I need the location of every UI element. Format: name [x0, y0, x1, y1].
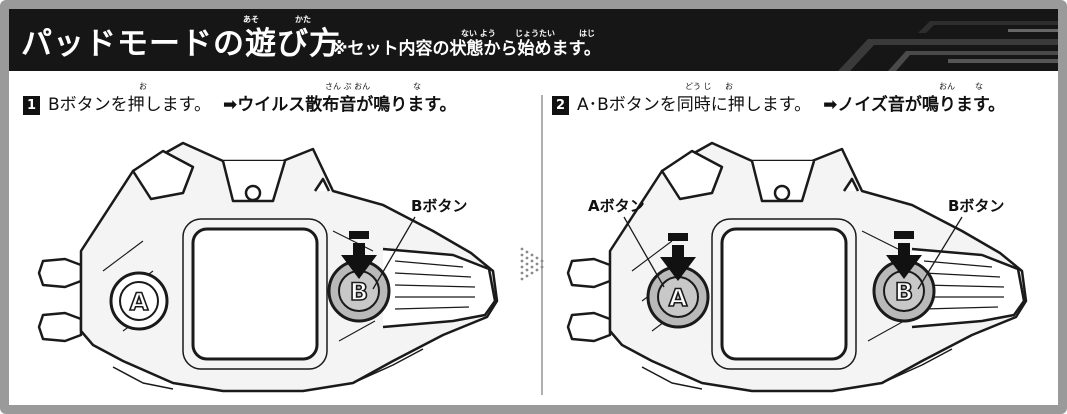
- step-divider: [541, 95, 543, 395]
- page-subtitle: ※セット内容の状態から始めます。: [331, 39, 601, 59]
- step-2-device-illustration: A B Aボタン Bボタン: [552, 121, 1052, 405]
- step1-ruby-3: な: [413, 82, 421, 91]
- step-2: 2 A･Bボタンを同時に押します。 ➡ノイズ音が鳴ります。: [552, 94, 1005, 116]
- step2-ruby-1: どう じ: [685, 82, 712, 91]
- step-1-number: 1: [23, 96, 40, 115]
- step1-ruby-2: さん ぷ おん: [325, 82, 371, 91]
- title-ruby-2: かた: [295, 15, 311, 24]
- step-2-instruction: A･Bボタンを同時に押します。: [577, 95, 812, 115]
- callout-a-button: Aボタン: [588, 197, 645, 215]
- step1-ruby-1: お: [139, 82, 147, 91]
- button-a-letter: A: [130, 288, 149, 316]
- button-b-letter: B: [350, 278, 368, 306]
- step2-ruby-3: おん: [939, 82, 955, 91]
- page-title: パッドモードの遊び方: [21, 26, 341, 62]
- title-ruby-1: あそ: [243, 15, 259, 24]
- step2-ruby-2: お: [725, 82, 733, 91]
- subtitle-ruby-1: ない よう: [461, 29, 496, 38]
- title-banner: あそ かた パッドモードの遊び方 ない よう じょうたい はじ ※セット内容の状…: [9, 9, 1058, 71]
- step-arrow-icon: [520, 247, 544, 281]
- step-1: 1 Bボタンを押します。 ➡ウイルス散布音が鳴ります。: [23, 94, 457, 116]
- callout-b-button-2: Bボタン: [948, 197, 1005, 215]
- step2-ruby-4: な: [975, 82, 983, 91]
- subtitle-ruby-2: じょうたい: [515, 29, 555, 38]
- button-a-letter-2: A: [669, 284, 688, 312]
- step-1-device-illustration: A B Bボタン: [23, 121, 523, 405]
- step-2-result: ➡ノイズ音が鳴ります。: [823, 95, 1006, 115]
- step-2-number: 2: [552, 96, 569, 115]
- subtitle-ruby-3: はじ: [579, 29, 595, 38]
- callout-b-button: Bボタン: [411, 197, 468, 215]
- step-1-instruction: Bボタンを押します。: [48, 95, 211, 115]
- step-1-result: ➡ウイルス散布音が鳴ります。: [222, 95, 457, 115]
- button-b-letter-2: B: [895, 278, 913, 306]
- banner-decoration: [838, 21, 1058, 71]
